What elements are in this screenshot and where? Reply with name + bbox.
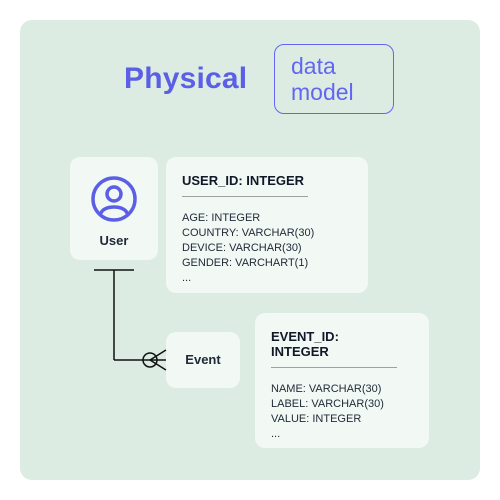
event-attributes-card: EVENT_ID: INTEGER NAME: VARCHAR(30) LABE… [255,313,429,448]
title-badge: data model [274,44,394,114]
user-attribute: ... [182,272,192,284]
event-attribute: NAME: VARCHAR(30) [271,383,382,395]
event-attribute: VALUE: INTEGER [271,413,362,425]
user-entity-label: User [99,233,129,248]
user-entity-card[interactable]: User [70,157,158,260]
user-circle-icon [91,176,137,222]
event-primary-key: EVENT_ID: INTEGER [271,329,397,368]
event-attribute: LABEL: VARCHAR(30) [271,398,384,410]
event-entity-label: Event [185,352,221,367]
user-attribute: AGE: INTEGER [182,212,261,224]
user-attribute: COUNTRY: VARCHAR(30) [182,227,315,239]
event-attribute: ... [271,428,281,440]
user-attribute: GENDER: VARCHART(1) [182,257,309,269]
badge-line-1: data [291,53,336,79]
user-attributes-card: USER_ID: INTEGER AGE: INTEGER COUNTRY: V… [166,157,368,293]
event-entity-card[interactable]: Event [166,332,240,388]
event-attribute-list: NAME: VARCHAR(30) LABEL: VARCHAR(30) VAL… [271,382,413,442]
user-primary-key: USER_ID: INTEGER [182,173,308,197]
user-attribute-list: AGE: INTEGER COUNTRY: VARCHAR(30) DEVICE… [182,211,352,286]
badge-line-2: model [291,79,354,105]
diagram-title: Physical [124,62,248,95]
user-attribute: DEVICE: VARCHAR(30) [182,242,302,254]
